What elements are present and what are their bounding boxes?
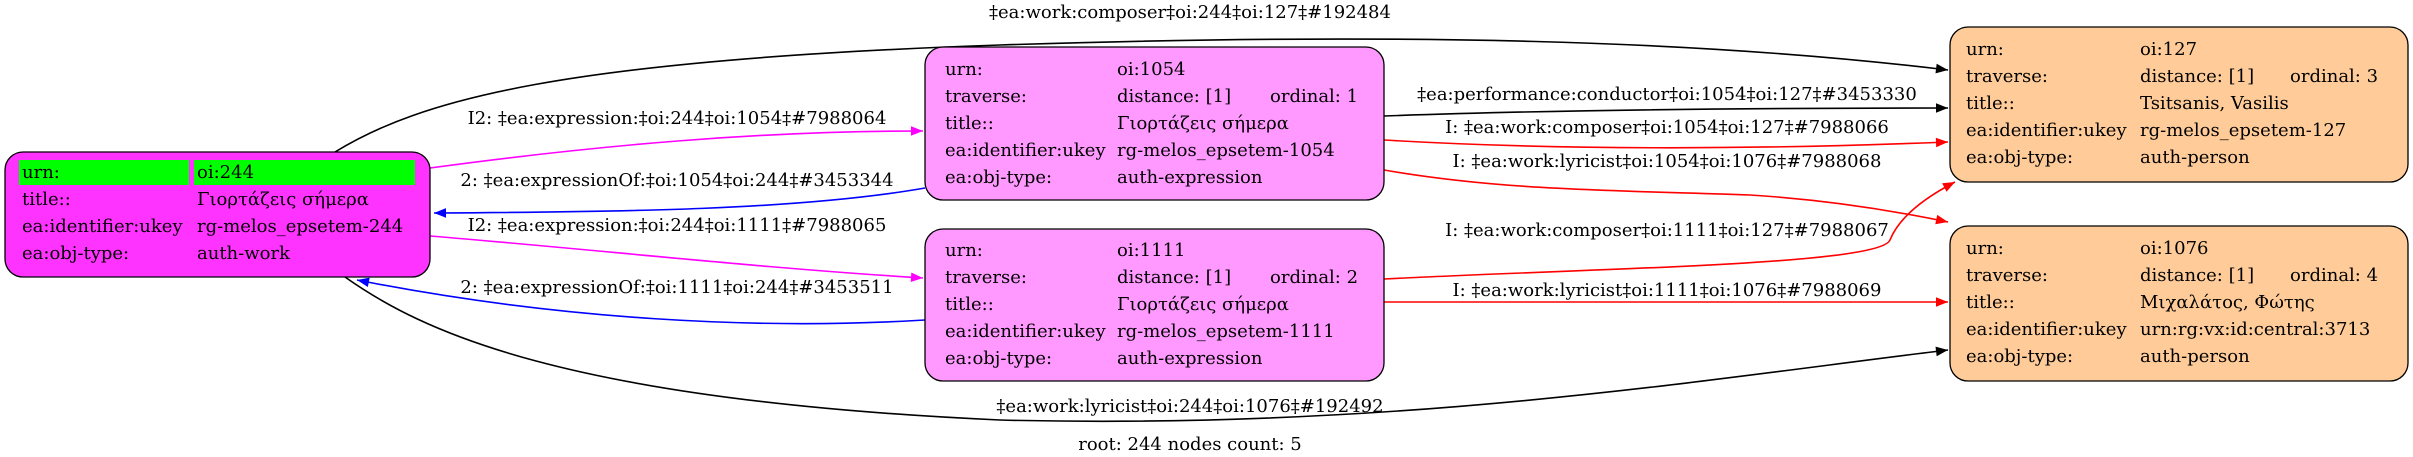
edge-labels: ‡ea:work:composer‡oi:244‡oi:127‡#192484I…	[460, 2, 1916, 417]
node-box	[1949, 26, 2409, 183]
edge-label: I2: ‡ea:expression:‡oi:244‡oi:1111‡#7988…	[468, 215, 887, 236]
edge-label: I: ‡ea:work:composer‡oi:1111‡oi:127‡#798…	[1445, 220, 1889, 241]
node-field-value: Γιορτάζεις σήμερα	[1117, 294, 1289, 315]
edge-label: 2: ‡ea:expressionOf:‡oi:1111‡oi:244‡#345…	[460, 277, 893, 298]
node-box	[1949, 225, 2409, 382]
edge-line	[429, 126, 924, 169]
edge-line	[334, 38, 1949, 153]
node-field-value: auth-person	[2140, 346, 2250, 367]
node-field-label: ea:obj-type:	[22, 243, 129, 264]
edge-label: I: ‡ea:work:lyricist‡oi:1111‡oi:1076‡#79…	[1453, 280, 1882, 301]
node-box	[924, 228, 1385, 382]
edge-244-to-1111[interactable]	[429, 235, 924, 283]
node-field-value: auth-person	[2140, 147, 2250, 168]
node-field-value: auth-work	[197, 243, 291, 264]
node-field-label: ea:obj-type:	[945, 348, 1052, 369]
node-field-label: urn:	[945, 59, 983, 80]
edge-1054-to-127[interactable]	[1383, 137, 1949, 149]
node-field-value: distance: [1]	[2140, 66, 2254, 87]
node-field-label: traverse:	[945, 86, 1027, 107]
graph-footer: root: 244 nodes count: 5	[1078, 434, 1302, 455]
edge-line	[1383, 137, 1949, 149]
node-field-ordinal: ordinal: 1	[1270, 86, 1358, 107]
node-field-label: title::	[1966, 93, 2015, 114]
node-field-label: ea:identifier:ukey	[22, 216, 183, 237]
edge-label: I: ‡ea:work:lyricist‡oi:1054‡oi:1076‡#79…	[1453, 151, 1882, 172]
node-field-ordinal: ordinal: 3	[2290, 66, 2378, 87]
edge-line	[1383, 169, 1949, 225]
node-field-label: urn:	[22, 162, 60, 183]
node-field-label: traverse:	[945, 267, 1027, 288]
edge-1111-to-244[interactable]	[356, 277, 926, 325]
node-oi-1054[interactable]: urn: oi:1054 traverse: distance: [1] ordinal…	[924, 46, 1385, 201]
edge-244-to-1076[interactable]	[344, 276, 1949, 423]
node-field-label: title::	[22, 189, 71, 210]
node-field-value: Μιχαλάτος, Φώτης	[2140, 292, 2315, 313]
node-field-label: ea:identifier:ukey	[945, 140, 1106, 161]
node-box	[924, 46, 1385, 201]
node-oi-1111[interactable]: urn: oi:1111 traverse: distance: [1] ordinal…	[924, 228, 1385, 382]
edge-244-to-127[interactable]	[334, 38, 1949, 153]
node-oi-1076[interactable]: urn: oi:1076 traverse: distance: [1] ordinal…	[1949, 225, 2409, 382]
highlight-cell	[194, 160, 415, 185]
node-field-value: auth-expression	[1117, 348, 1263, 369]
edge-line	[344, 276, 1949, 423]
node-field-label: urn:	[1966, 39, 2004, 60]
edge-244-to-1054[interactable]	[429, 126, 924, 169]
edge-label: ‡ea:work:composer‡oi:244‡oi:127‡#192484	[989, 2, 1391, 23]
edge-label: 2: ‡ea:expressionOf:‡oi:1054‡oi:244‡#345…	[460, 170, 893, 191]
node-field-label: title::	[945, 294, 994, 315]
node-field-label: title::	[945, 113, 994, 134]
node-field-value: oi:1054	[1117, 59, 1185, 80]
node-field-label: traverse:	[1966, 265, 2048, 286]
node-field-value: oi:244	[197, 162, 254, 183]
edge-label: I2: ‡ea:expression:‡oi:244‡oi:1054‡#7988…	[468, 108, 887, 129]
edge-label: I: ‡ea:work:composer‡oi:1054‡oi:127‡#798…	[1445, 117, 1889, 138]
node-field-value: auth-expression	[1117, 167, 1263, 188]
node-field-value: distance: [1]	[1117, 267, 1231, 288]
edge-line	[1383, 181, 1956, 280]
node-field-ordinal: ordinal: 4	[2290, 265, 2378, 286]
node-oi-127[interactable]: urn: oi:127 traverse: distance: [1] ordinal:…	[1949, 26, 2409, 183]
node-field-value: rg-melos_epsetem-1111	[1117, 321, 1335, 342]
node-field-value: oi:127	[2140, 39, 2197, 60]
edge-1054-to-1076[interactable]	[1383, 169, 1949, 225]
node-field-label: ea:obj-type:	[1966, 346, 2073, 367]
node-field-value: Tsitsanis, Vasilis	[2140, 93, 2289, 114]
node-field-label: urn:	[1966, 238, 2004, 259]
highlight-cell	[19, 160, 189, 185]
node-field-value: rg-melos_epsetem-127	[2140, 120, 2346, 141]
node-field-value: rg-melos_epsetem-1054	[1117, 140, 1335, 161]
node-field-label: ea:identifier:ukey	[1966, 319, 2127, 340]
edge-line	[356, 277, 926, 325]
node-field-value: urn:rg:vx:id:central:3713	[2140, 319, 2370, 340]
node-field-label: urn:	[945, 240, 983, 261]
node-field-value: Γιορτάζεις σήμερα	[1117, 113, 1289, 134]
node-field-value: distance: [1]	[2140, 265, 2254, 286]
edge-line	[1383, 103, 1949, 117]
node-field-value: distance: [1]	[1117, 86, 1231, 107]
edge-line	[429, 235, 924, 283]
edge-label: ‡ea:work:lyricist‡oi:244‡oi:1076‡#192492	[996, 396, 1383, 417]
node-field-label: ea:obj-type:	[945, 167, 1052, 188]
node-field-label: ea:identifier:ukey	[945, 321, 1106, 342]
edge-1054-to-244[interactable]	[433, 187, 926, 218]
node-field-label: title::	[1966, 292, 2015, 313]
edge-1054-to-127[interactable]	[1383, 103, 1949, 117]
edge-label: ‡ea:performance:conductor‡oi:1054‡oi:127…	[1417, 84, 1917, 105]
node-field-label: ea:obj-type:	[1966, 147, 2073, 168]
node-field-value: oi:1076	[2140, 238, 2208, 259]
node-field-value: oi:1111	[1117, 240, 1185, 261]
edge-line	[433, 187, 926, 218]
node-field-ordinal: ordinal: 2	[1270, 267, 1358, 288]
node-field-value: rg-melos_epsetem-244	[197, 216, 403, 237]
node-field-value: Γιορτάζεις σήμερα	[197, 189, 369, 210]
edge-1111-to-127[interactable]	[1383, 181, 1956, 280]
node-field-label: traverse:	[1966, 66, 2048, 87]
edges	[334, 38, 1956, 423]
node-field-label: ea:identifier:ukey	[1966, 120, 2127, 141]
